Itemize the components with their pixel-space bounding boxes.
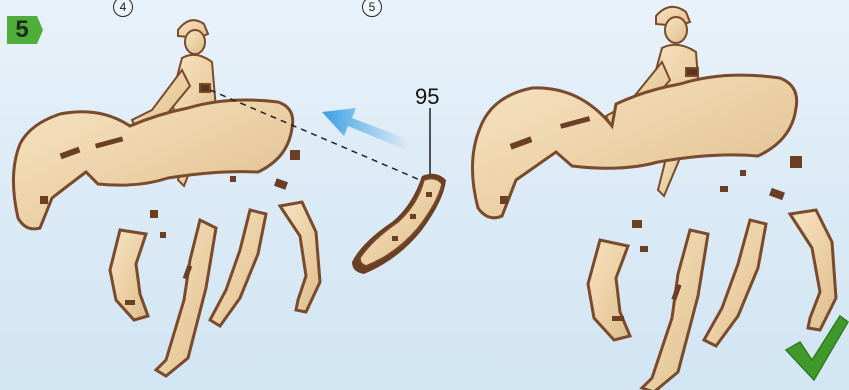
horse-rider-right	[472, 7, 836, 390]
part-number-label: 95	[415, 84, 439, 110]
horse-right	[472, 75, 836, 390]
part-95-piece	[352, 174, 446, 274]
step-number: 5	[5, 14, 39, 46]
horse-rider-left	[13, 20, 320, 376]
step-badge: 5	[5, 14, 45, 46]
horse-left	[13, 100, 320, 376]
